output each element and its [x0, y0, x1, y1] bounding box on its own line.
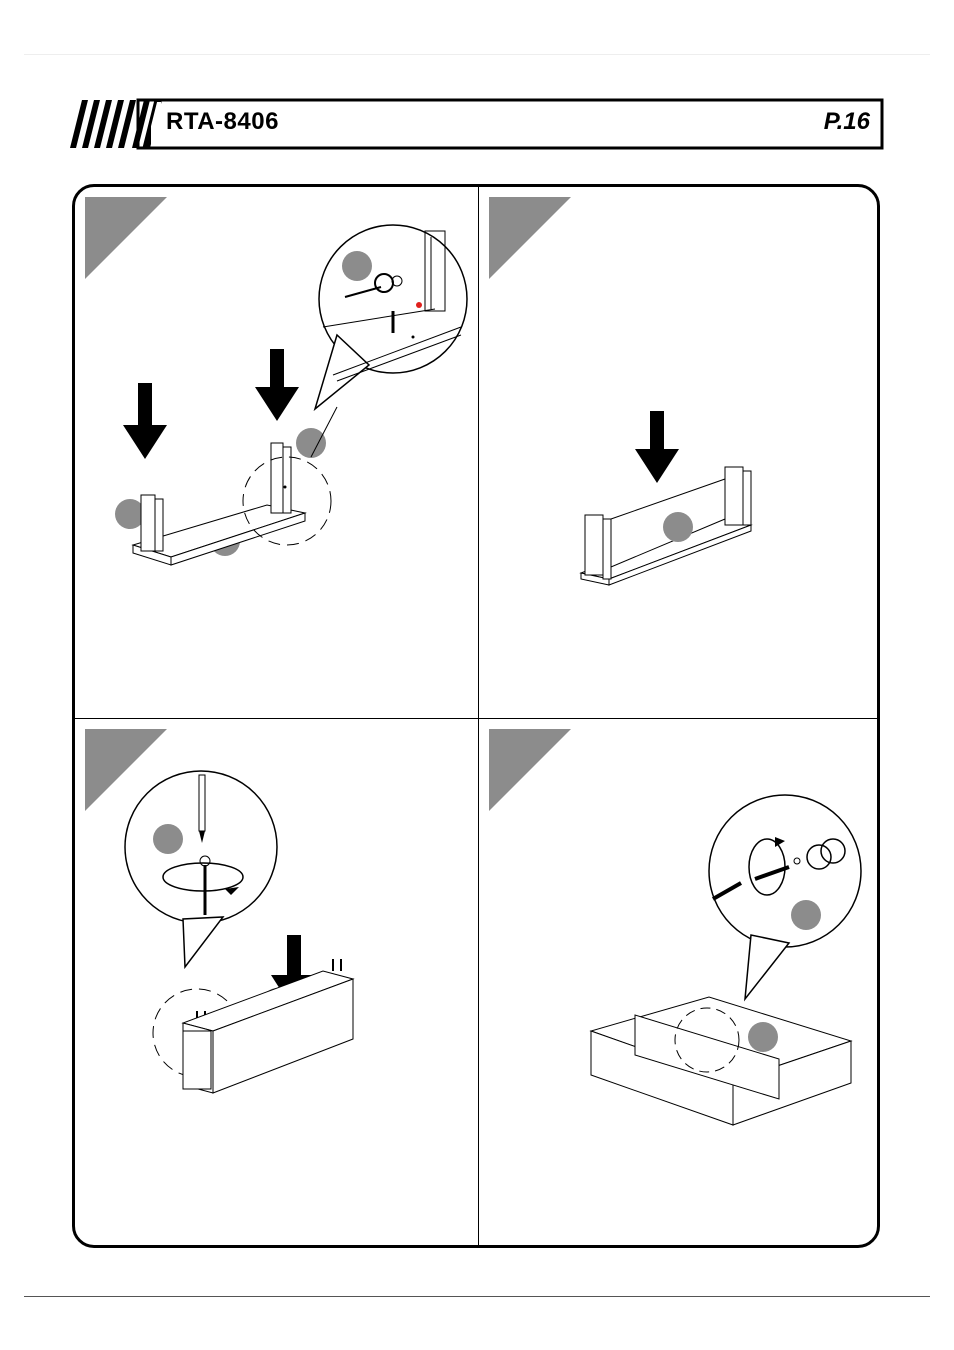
step-2-illustration	[479, 187, 880, 718]
screwdriver-icon	[199, 775, 205, 831]
page-header: RTA-8406 P.16	[68, 98, 884, 150]
step-panel-2	[479, 187, 880, 718]
step-panel-1	[75, 187, 478, 718]
step-tab-1	[85, 197, 167, 279]
magnifier-callout	[315, 225, 467, 409]
top-rule	[24, 54, 930, 55]
step-3-illustration	[75, 719, 478, 1248]
step-1-illustration	[75, 187, 478, 718]
model-number: RTA-8406	[166, 108, 279, 136]
accent-dot	[416, 302, 422, 308]
page-number: P.16	[824, 108, 870, 136]
magnifier-callout	[709, 795, 861, 999]
magnifier-callout	[125, 771, 277, 967]
step-tab-4	[489, 729, 571, 811]
arrow-down-icon	[635, 411, 679, 483]
step-tab-2	[489, 197, 571, 279]
step-panel-3	[75, 719, 478, 1248]
step-panel-4	[479, 719, 880, 1248]
bottom-rule	[24, 1296, 930, 1297]
instruction-frame	[72, 184, 880, 1248]
arrow-down-icon	[255, 349, 299, 421]
step-4-illustration	[479, 719, 880, 1248]
arrow-down-icon	[123, 383, 167, 459]
